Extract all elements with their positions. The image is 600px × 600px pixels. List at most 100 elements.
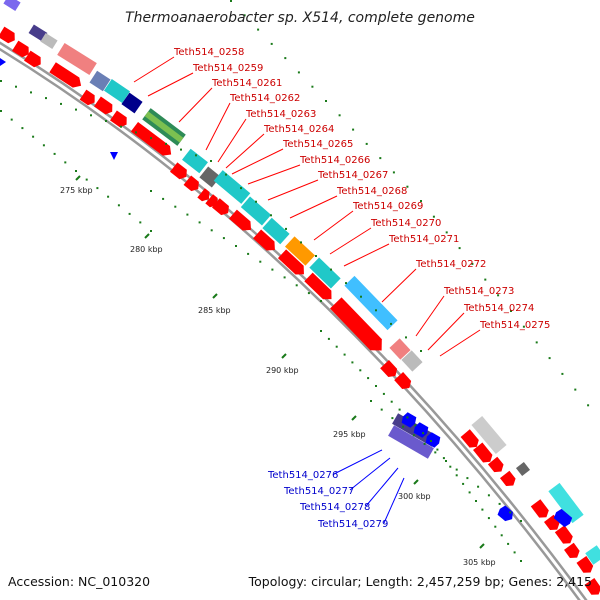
gc-dot [406, 185, 409, 188]
gc-dot [0, 80, 2, 82]
gc-dot [60, 102, 62, 105]
gene-label-forward: Teth514_0264 [263, 124, 334, 135]
gc-dot [420, 350, 422, 352]
scale-tick-label: 285 kbp [198, 306, 231, 315]
gc-dot [520, 560, 522, 562]
scale-tick-mark [75, 175, 81, 181]
gc-dot [330, 268, 332, 271]
gene-label-reverse: Teth514_0278 [299, 502, 370, 513]
gc-dot [283, 276, 286, 279]
gene-label-forward: Teth514_0263 [245, 109, 316, 120]
scale-tick-mark [212, 293, 218, 299]
leader-line [147, 72, 194, 97]
gc-dot [365, 142, 368, 145]
gc-dot [307, 292, 310, 295]
gc-dot [210, 229, 213, 232]
gc-dot [128, 212, 131, 215]
gc-dot [513, 551, 516, 554]
gc-dot [392, 171, 395, 174]
gene-label-forward: Teth514_0258 [173, 47, 244, 58]
gc-dot [351, 361, 354, 364]
gene-labels: Teth514_0258Teth514_0259Teth514_0261Teth… [133, 47, 550, 530]
gc-dot [468, 491, 471, 494]
gc-dot [139, 221, 142, 224]
gc-dot [375, 385, 377, 387]
leader-line [217, 118, 247, 163]
gc-dot [484, 278, 487, 281]
gene-label-reverse: Teth514_0279 [317, 519, 388, 530]
leader-line [333, 449, 383, 475]
gc-dot [45, 97, 47, 100]
feature-block [3, 0, 21, 11]
gc-dot [327, 337, 330, 340]
gc-dot [21, 127, 24, 130]
leader-line [415, 295, 445, 337]
gc-dot [455, 474, 458, 477]
gc-dot [466, 477, 469, 480]
gc-dot [230, 0, 232, 2]
gc-dot [135, 131, 137, 134]
leader-line [267, 179, 319, 201]
gene-label-forward: Teth514_0270 [370, 218, 441, 229]
scale-tick-label: 280 kbp [130, 245, 163, 254]
gc-dot [507, 542, 510, 545]
gc-dot [561, 372, 564, 375]
gc-dot [535, 341, 538, 344]
gene-label-reverse: Teth514_0277 [283, 486, 354, 497]
leader-line [133, 56, 175, 83]
gc-dot [379, 157, 382, 160]
feature-block [471, 415, 507, 455]
scale-tick-mark [144, 233, 150, 239]
gc-dot [270, 214, 272, 217]
gc-dot [520, 520, 522, 522]
gc-dot [96, 187, 99, 190]
gc-dot [255, 200, 257, 203]
gc-dot [75, 108, 77, 111]
gene-label-forward: Teth514_0269 [352, 201, 423, 212]
gc-dot [458, 247, 461, 250]
gc-dot [15, 85, 17, 88]
gc-dot [90, 114, 92, 117]
topology-summary: Topology: circular; Length: 2,457,259 bp… [248, 574, 592, 589]
gc-dot [150, 190, 152, 192]
gene-label-forward: Teth514_0274 [463, 303, 534, 314]
reverse-genes [0, 58, 573, 528]
gc-dot [42, 144, 45, 147]
gc-dot [481, 508, 484, 511]
gc-dot [390, 400, 393, 403]
gc-dot [186, 213, 189, 216]
gene-label-forward: Teth514_0273 [443, 286, 514, 297]
gc-dot [107, 195, 110, 198]
feature-block [28, 24, 48, 42]
gc-dot [423, 442, 426, 445]
gene-label-forward: Teth514_0262 [229, 93, 300, 104]
gc-dot [380, 408, 383, 411]
scale-tick-label: 275 kbp [60, 186, 93, 195]
gc-dot-tracks [0, 0, 590, 562]
gene-label-forward: Teth514_0266 [299, 155, 370, 166]
gc-dot [352, 128, 355, 131]
gc-dot [120, 125, 122, 128]
gc-dot [390, 322, 392, 325]
gc-dot [243, 14, 246, 17]
gc-dot [345, 282, 347, 285]
gc-dot [477, 485, 480, 488]
gc-dot [0, 110, 2, 112]
gc-dot [510, 310, 512, 312]
gc-dot [402, 425, 405, 428]
gc-dot [430, 440, 432, 442]
gc-dot [449, 465, 452, 468]
scale-tick-mark [351, 415, 357, 421]
gc-dot [150, 137, 152, 140]
gene-label-forward: Teth514_0261 [211, 78, 282, 89]
gc-dot [270, 42, 273, 45]
gc-dot [391, 417, 394, 420]
gc-dot [180, 148, 182, 151]
gc-dot [487, 517, 490, 520]
gc-dot [150, 230, 152, 232]
gc-dot [475, 500, 477, 502]
gc-dot [406, 416, 409, 419]
gc-dot [343, 353, 346, 356]
gc-dot [325, 100, 327, 102]
